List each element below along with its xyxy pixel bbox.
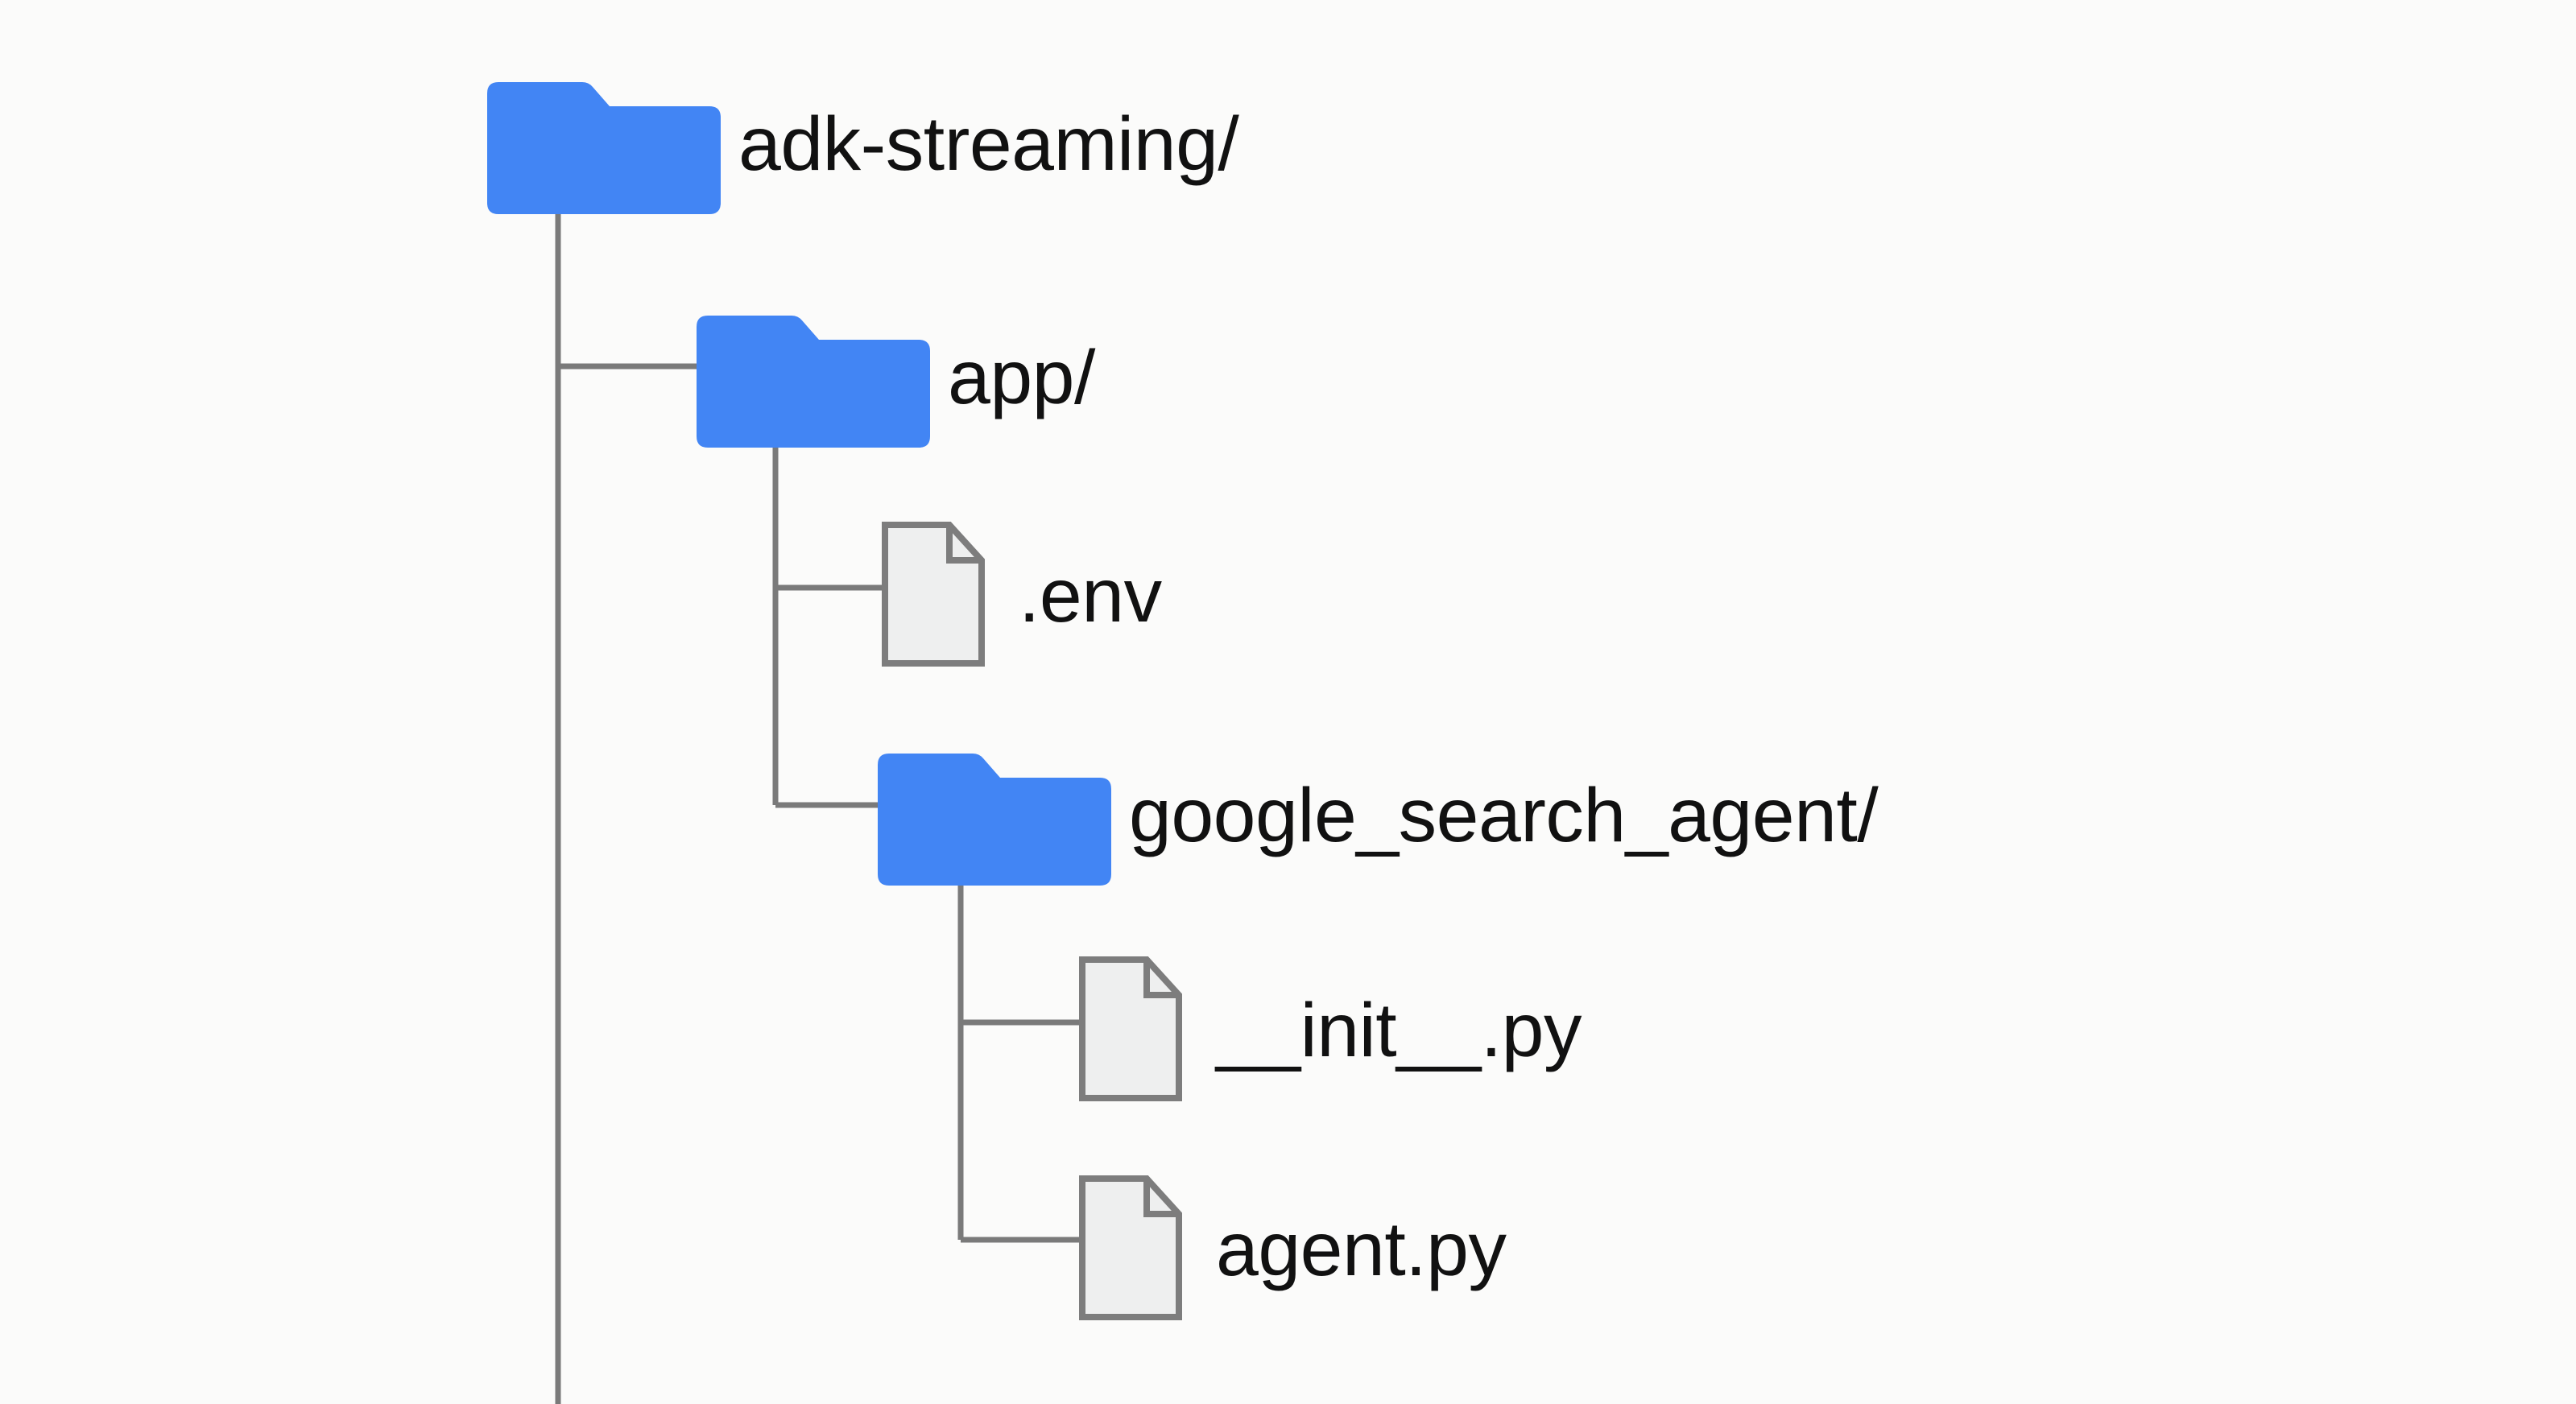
tree-node-adk-streaming[interactable]: adk-streaming/ [487,71,1239,218]
tree-node-label: app/ [948,335,1095,420]
folder-icon [878,742,1111,890]
tree-node-google-search-agent[interactable]: google_search_agent/ [878,742,1879,890]
folder-icon [487,71,721,218]
tree-node-init-py[interactable]: __init__.py [1079,956,1582,1105]
file-icon [1079,1175,1182,1324]
tree-node-env[interactable]: .env [882,522,1162,671]
tree-node-label: adk-streaming/ [738,101,1239,187]
tree-node-label: .env [1019,553,1162,638]
tree-node-label: agent.py [1216,1207,1507,1292]
folder-icon [697,304,930,452]
file-icon [882,522,985,671]
tree-node-app[interactable]: app/ [697,304,1095,452]
tree-node-agent-py[interactable]: agent.py [1079,1175,1507,1324]
file-icon [1079,956,1182,1105]
tree-node-label: __init__.py [1216,988,1582,1073]
tree-node-label: google_search_agent/ [1129,773,1879,858]
